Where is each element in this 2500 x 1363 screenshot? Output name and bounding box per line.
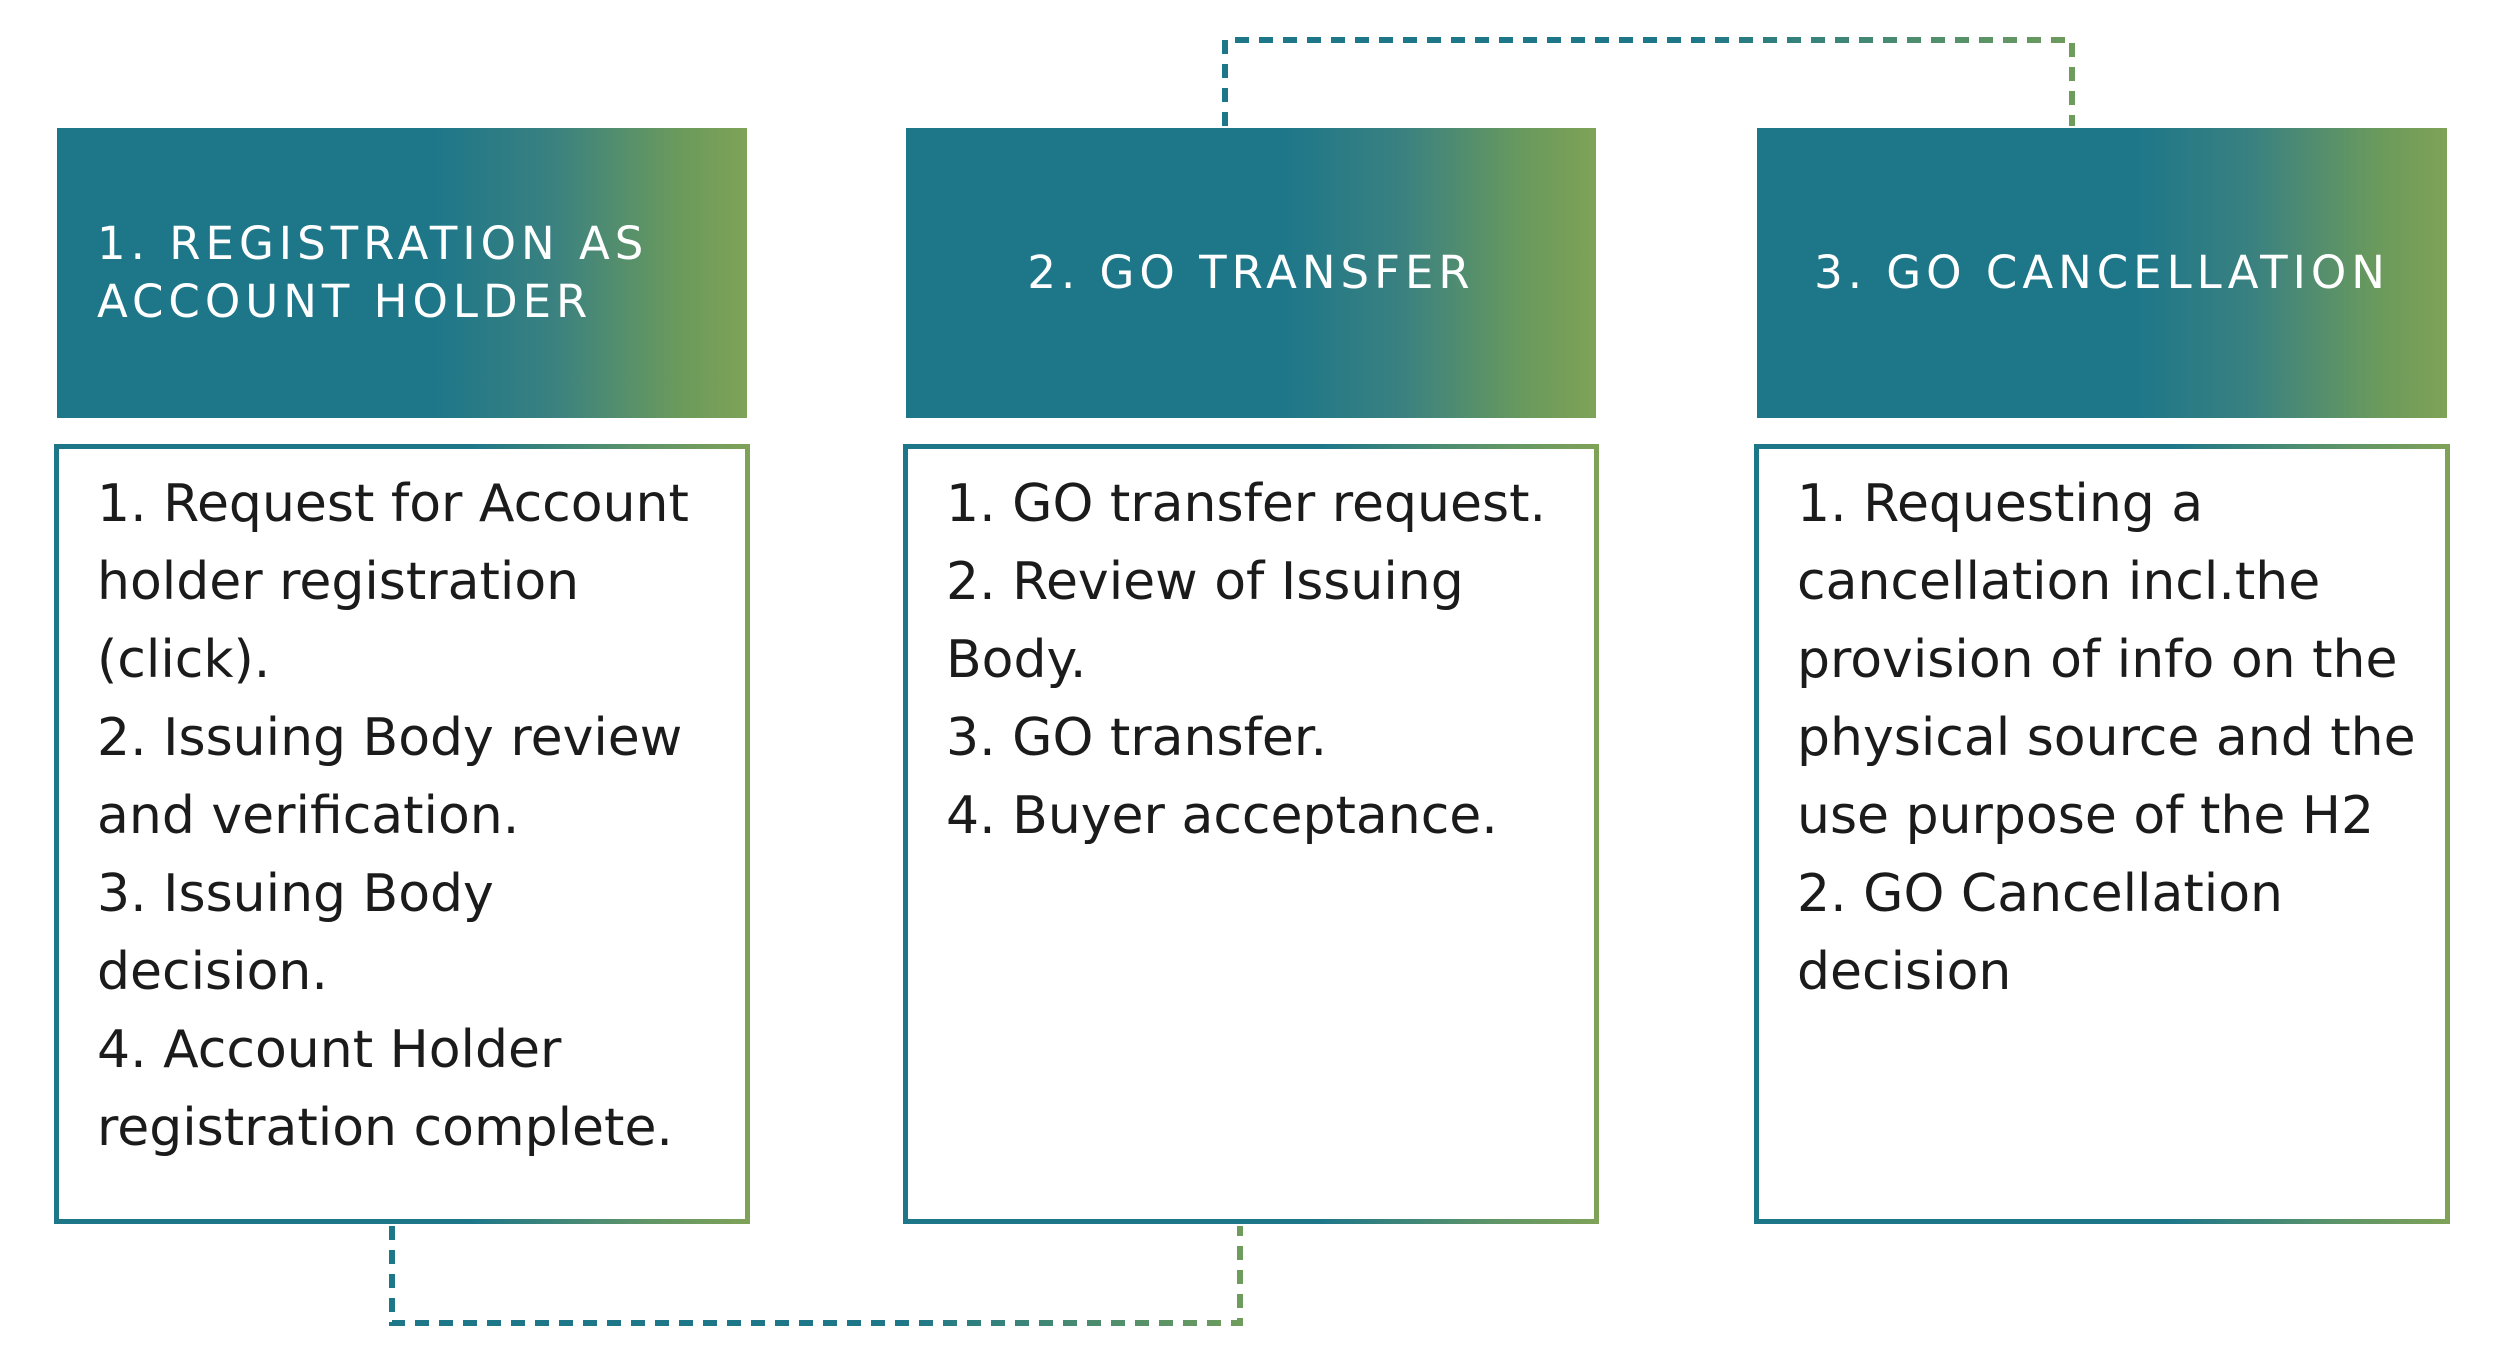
list-item: 3. GO transfer. — [946, 708, 1328, 768]
list-item: 1. GO transfer request. — [946, 474, 1546, 534]
list-item: 2. Issuing Body review and verification. — [97, 708, 683, 846]
list-item: 1. Requesting a cancellation incl.the pr… — [1797, 474, 2416, 846]
step-header-registration: 1. REGISTRATION AS ACCOUNT HOLDER — [57, 128, 747, 418]
step-header-go-transfer: 2. GO TRANSFER — [906, 128, 1596, 418]
connector-registration-to-transfer — [389, 1226, 1243, 1326]
step-title-go-transfer: 2. GO TRANSFER — [1027, 246, 1475, 299]
step-box-registration: 1. Request for Account holder registrati… — [54, 444, 750, 1224]
step-box-go-cancellation: 1. Requesting a cancellation incl.the pr… — [1754, 444, 2450, 1224]
step-list-go-transfer: 1. GO transfer request. 2. Review of Iss… — [908, 449, 1566, 855]
connector-transfer-to-cancellation — [1222, 37, 2075, 126]
list-item: 4. Buyer acceptance. — [946, 786, 1498, 846]
list-item: 2. GO Cancellation decision — [1797, 864, 2283, 1002]
list-item: 4. Account Holder registration complete. — [97, 1020, 673, 1158]
list-item: 2. Review of Issuing Body. — [946, 552, 1464, 690]
step-header-go-cancellation: 3. GO CANCELLATION — [1757, 128, 2447, 418]
list-item: 1. Request for Account holder registrati… — [97, 474, 689, 690]
step-list-go-cancellation: 1. Requesting a cancellation incl.the pr… — [1759, 449, 2417, 1011]
step-title-registration: 1. REGISTRATION AS ACCOUNT HOLDER — [97, 217, 649, 328]
step-box-go-transfer: 1. GO transfer request. 2. Review of Iss… — [903, 444, 1599, 1224]
list-item: 3. Issuing Body decision. — [97, 864, 494, 1002]
step-title-go-cancellation: 3. GO CANCELLATION — [1814, 246, 2390, 299]
step-list-registration: 1. Request for Account holder registrati… — [59, 449, 717, 1167]
